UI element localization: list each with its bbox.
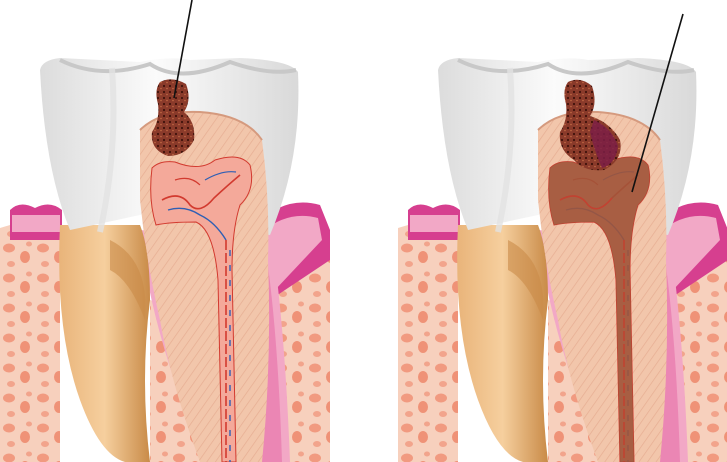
tooth-caries-dentin (0, 0, 330, 462)
tooth-cross-section (398, 58, 727, 462)
tooth-caries-pulp (398, 14, 727, 462)
caries-lesion (152, 79, 194, 156)
